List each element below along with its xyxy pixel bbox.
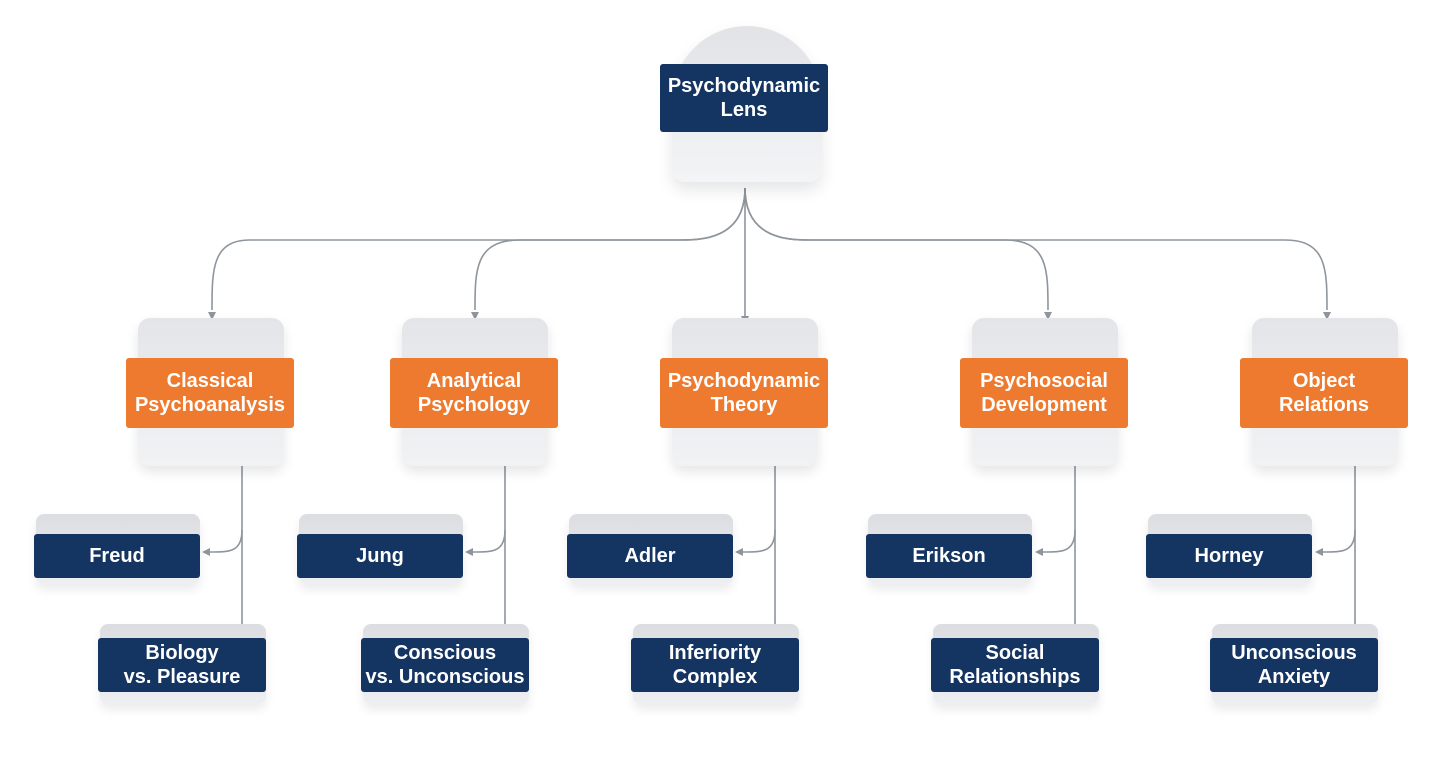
branch-object-relations: Object Relations — [1240, 358, 1408, 428]
person-adler: Adler — [567, 534, 733, 578]
connector-root-to-psychosocial — [744, 187, 1049, 311]
root-node: Psychodynamic Lens — [660, 64, 828, 132]
person-freud: Freud — [34, 534, 200, 578]
concept-conscious-vs-unconscious: Conscious vs. Unconscious — [361, 638, 529, 692]
person-jung: Jung — [297, 534, 463, 578]
connector-analytical-to-jung — [472, 465, 506, 553]
connector-object-relations-to-horney — [1322, 465, 1356, 553]
branch-classical-psychoanalysis: Classical Psychoanalysis — [126, 358, 294, 428]
person-horney: Horney — [1146, 534, 1312, 578]
arrowhead — [202, 548, 210, 556]
branch-psychosocial-development: Psychosocial Development — [960, 358, 1128, 428]
connector-classical-to-freud — [209, 465, 243, 553]
concept-unconscious-anxiety: Unconscious Anxiety — [1210, 638, 1378, 692]
arrowhead — [465, 548, 473, 556]
arrowhead — [471, 312, 479, 320]
arrowhead — [1044, 312, 1052, 320]
concept-inferiority-complex: Inferiority Complex — [631, 638, 799, 692]
connector-psychosocial-to-erikson — [1042, 465, 1076, 553]
branch-psychodynamic-theory: Psychodynamic Theory — [660, 358, 828, 428]
person-erikson: Erikson — [866, 534, 1032, 578]
arrowhead — [735, 548, 743, 556]
branch-analytical-psychology: Analytical Psychology — [390, 358, 558, 428]
connector-root-to-object-relations — [744, 187, 1328, 311]
connector-root-to-analytical — [474, 187, 746, 311]
concept-biology-vs-pleasure: Biology vs. Pleasure — [98, 638, 266, 692]
connector-psychodynamic-to-adler — [742, 465, 776, 553]
arrowhead — [1323, 312, 1331, 320]
arrowhead — [208, 312, 216, 320]
arrowhead — [1315, 548, 1323, 556]
connector-root-to-classical — [211, 187, 746, 311]
concept-social-relationships: Social Relationships — [931, 638, 1099, 692]
arrowhead — [1035, 548, 1043, 556]
